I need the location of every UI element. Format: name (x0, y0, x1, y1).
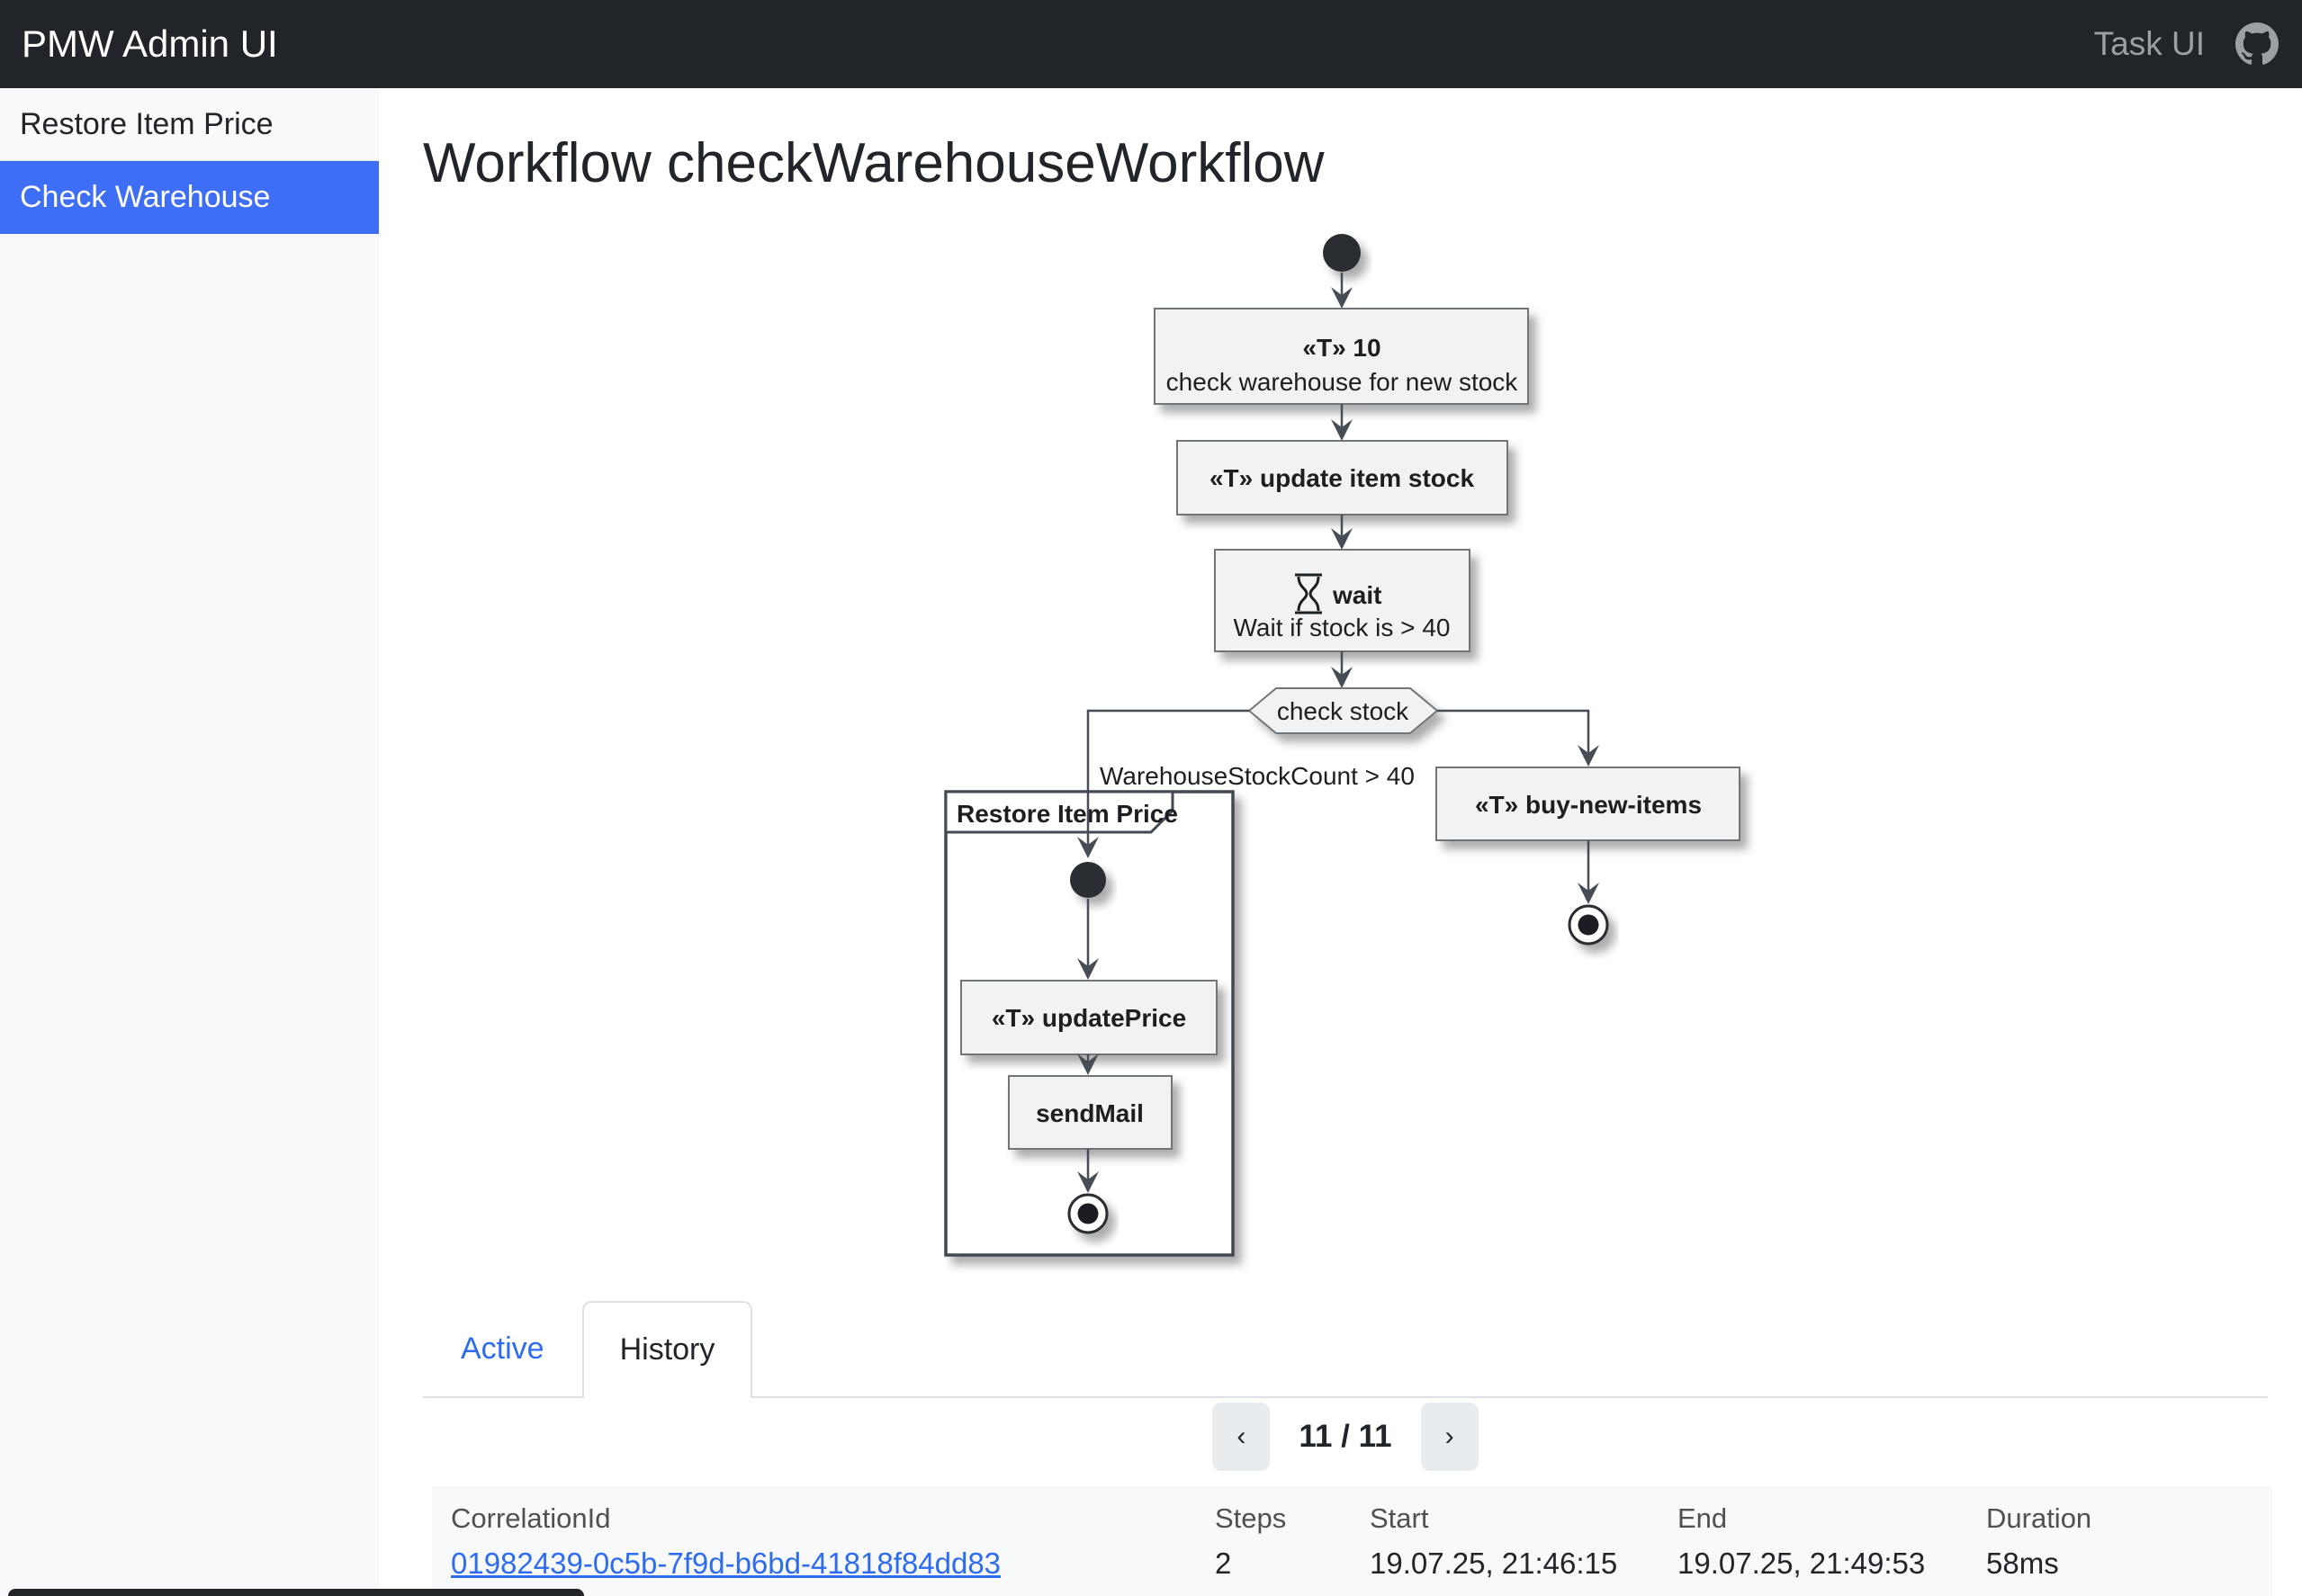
column-header-end: End (1677, 1502, 1728, 1534)
task10-stereotype: «T» 10 (1302, 334, 1380, 362)
page-indicator: 11 / 11 (1299, 1419, 1392, 1454)
pagination: ‹ 11 / 11 › (423, 1402, 2268, 1472)
chevron-right-icon: › (1444, 1421, 1454, 1451)
app-header: PMW Admin UI Task UI (0, 0, 2302, 88)
chevron-left-icon: ‹ (1236, 1421, 1246, 1451)
send-mail-label: sendMail (1036, 1099, 1144, 1127)
task10-label: check warehouse for new stock (1166, 368, 1519, 396)
end-node (1568, 904, 1609, 946)
correlation-id-link[interactable]: 01982439-0c5b-7f9d-b6bd-41818f84dd83 (451, 1547, 1002, 1580)
decision-node-check-stock: check stock (1247, 687, 1439, 734)
column-header-duration: Duration (1986, 1502, 2092, 1534)
branch-condition-label: WarehouseStockCount > 40 (1100, 762, 1415, 790)
github-icon[interactable] (2235, 22, 2279, 66)
column-header-correlationid: CorrelationId (451, 1502, 611, 1534)
start-cell: 19.07.25, 21:46:15 (1370, 1547, 1618, 1580)
page-title: Workflow checkWarehouseWorkflow (423, 132, 1325, 194)
column-header-start: Start (1370, 1502, 1429, 1534)
activity-node-update-price: «T» updatePrice (960, 980, 1218, 1055)
sidebar-item-label: Restore Item Price (20, 106, 274, 141)
start-node (1323, 234, 1361, 272)
edge-decision-buy (1437, 709, 1599, 767)
tab-history-label: History (619, 1331, 715, 1367)
app-title: PMW Admin UI (22, 22, 278, 65)
tab-active-label: Active (461, 1331, 544, 1366)
prev-page-button[interactable]: ‹ (1212, 1403, 1271, 1471)
duration-cell: 58ms (1986, 1547, 2059, 1580)
buy-new-items-label: «T» buy-new-items (1475, 791, 1702, 819)
horizontal-scrollbar-thumb[interactable] (8, 1589, 584, 1596)
sidebar: Restore Item Price Check Warehouse (0, 88, 379, 1596)
tab-history[interactable]: History (581, 1301, 753, 1398)
sidebar-item-restore-item-price[interactable]: Restore Item Price (0, 88, 379, 161)
steps-cell: 2 (1215, 1547, 1232, 1580)
activity-node-task10: «T» 10 check warehouse for new stock (1154, 308, 1529, 405)
column-header-steps: Steps (1215, 1502, 1287, 1534)
activity-node-buy-new-items: «T» buy-new-items (1435, 767, 1740, 841)
table-row: 01982439-0c5b-7f9d-b6bd-41818f84dd83 2 1… (451, 1538, 2272, 1589)
end-cell: 19.07.25, 21:49:53 (1677, 1547, 1926, 1580)
history-table: CorrelationId Steps Start End Duration 0… (432, 1486, 2272, 1596)
activity-node-wait: wait Wait if stock is > 40 (1214, 549, 1470, 652)
table-header-row: CorrelationId Steps Start End Duration (451, 1499, 2272, 1538)
workflow-activity-diagram: «T» 10 check warehouse for new stock «T»… (944, 234, 1740, 1257)
task-ui-link[interactable]: Task UI (2093, 25, 2205, 62)
update-price-label: «T» updatePrice (992, 1004, 1186, 1032)
partition-title: Restore Item Price (957, 800, 1178, 828)
wait-title: wait (1332, 581, 1381, 609)
tabbar: Active History (423, 1299, 2268, 1398)
activity-node-send-mail: sendMail (1008, 1075, 1173, 1150)
wait-label: Wait if stock is > 40 (1234, 614, 1451, 641)
tab-active[interactable]: Active (423, 1299, 582, 1396)
sidebar-item-label: Check Warehouse (20, 179, 271, 214)
hourglass-icon (1295, 573, 1322, 614)
partition-start-node (1070, 862, 1106, 898)
check-stock-label: check stock (1277, 697, 1409, 725)
activity-node-update-item-stock: «T» update item stock (1176, 440, 1508, 516)
header-right: Task UI (2094, 22, 2279, 66)
next-page-button[interactable]: › (1420, 1403, 1479, 1471)
update-item-stock-label: «T» update item stock (1209, 464, 1475, 492)
sidebar-item-check-warehouse[interactable]: Check Warehouse (0, 161, 379, 234)
edge-decision-partition (1077, 709, 1249, 858)
partition-end-node (1067, 1193, 1109, 1234)
